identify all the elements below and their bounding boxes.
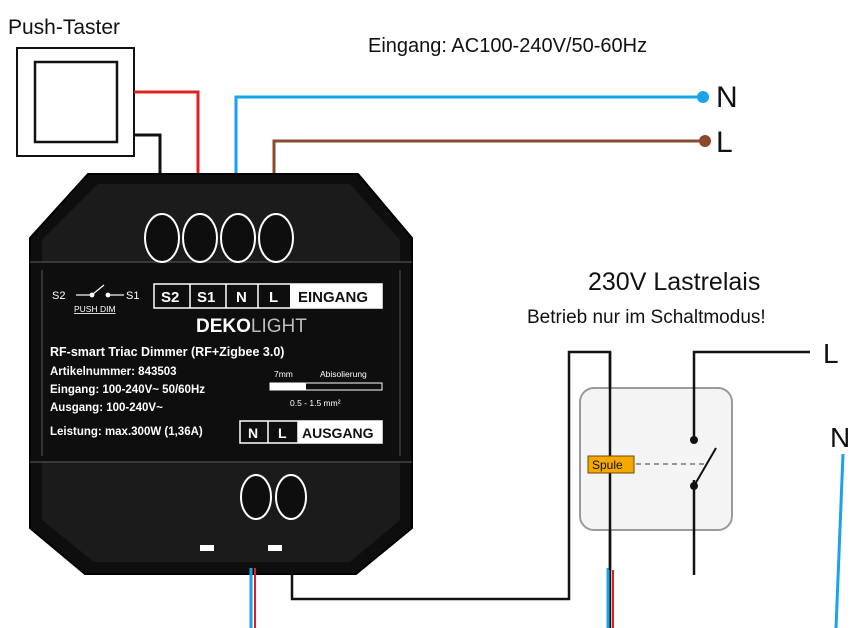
terminal-l <box>258 213 294 263</box>
n-right-label: N <box>830 422 850 453</box>
terminal-n <box>220 213 256 263</box>
top-terminals <box>144 213 294 263</box>
strip-gauge-fill <box>270 383 306 390</box>
relay-switch-blade <box>693 447 717 487</box>
out-strip-ausgang: AUSGANG <box>302 425 374 441</box>
wire-n-right <box>834 453 845 628</box>
input-spec: Eingang: 100-240V~ 50/60Hz <box>50 384 205 396</box>
relay-subtitle: Betrieb nur im Schaltmodus! <box>527 307 766 328</box>
switch-s2-label: S2 <box>52 290 65 302</box>
relay-l-wire <box>692 350 810 575</box>
coil-box <box>587 455 635 474</box>
push-taster-label: Push-Taster <box>8 16 120 39</box>
n-top-label: N <box>716 81 738 114</box>
power-spec: Leistung: max.300W (1,36A) <box>50 426 203 438</box>
coil-label: Spule <box>592 458 623 472</box>
strip-eingang: EINGANG <box>298 289 368 306</box>
l-terminal-dot <box>699 135 711 147</box>
terminal-s1 <box>182 213 218 263</box>
out-strip-n: N <box>248 425 258 441</box>
terminal-out-l <box>275 474 307 520</box>
contact-top <box>690 436 698 444</box>
l-top-label: L <box>716 126 733 159</box>
output-spec: Ausgang: 100-240V~ <box>50 402 163 414</box>
out-strip-l: L <box>278 425 287 441</box>
switch-s1-label: S1 <box>126 290 139 302</box>
strip-s2: S2 <box>161 289 179 306</box>
input-terminal-strip <box>153 283 383 309</box>
push-button-switch <box>16 47 135 157</box>
product-name: RF-smart Triac Dimmer (RF+Zigbee 3.0) <box>50 345 284 359</box>
n-terminal-dot <box>697 91 709 103</box>
dimmer-device <box>29 173 413 575</box>
l-right-label: L <box>823 338 839 369</box>
strip-length: 7mm <box>274 369 293 379</box>
wire-red <box>134 90 200 212</box>
brand-logo: DEKOLIGHT <box>196 316 307 337</box>
strip-s1: S1 <box>197 289 215 306</box>
input-voltage-label: Eingang: AC100-240V/50-60Hz <box>368 35 647 57</box>
article-number: Artikelnummer: 843503 <box>50 366 177 378</box>
terminal-s2 <box>144 213 180 263</box>
terminal-out-n <box>240 474 272 520</box>
push-dim-label: PUSH DIM <box>74 304 116 314</box>
relay-title: 230V Lastrelais <box>588 268 760 296</box>
wire-range: 0.5 - 1.5 mm² <box>290 398 341 408</box>
switch-symbol <box>76 284 124 298</box>
bottom-terminals <box>240 474 307 520</box>
output-terminal-strip <box>239 420 383 444</box>
strip-l: L <box>269 289 278 306</box>
strip-n: N <box>236 289 247 306</box>
strip-label: Abisolierung <box>320 369 367 379</box>
